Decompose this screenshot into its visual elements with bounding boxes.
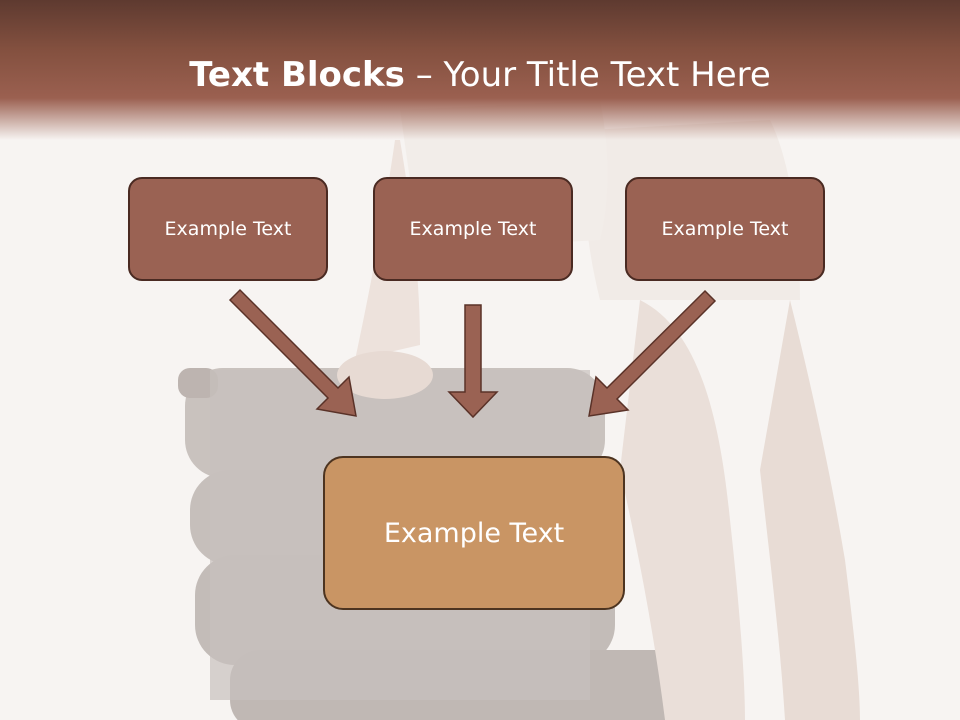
text-block-3[interactable]: Example Text [625, 177, 825, 281]
text-block-2[interactable]: Example Text [373, 177, 573, 281]
arrow-right [588, 289, 717, 417]
text-block-1-label: Example Text [164, 218, 292, 240]
title-bar [0, 0, 960, 140]
main-text-block[interactable]: Example Text [323, 456, 625, 610]
text-block-1[interactable]: Example Text [128, 177, 328, 281]
text-block-2-label: Example Text [409, 218, 537, 240]
slide-title: Text Blocks – Your Title Text Here [0, 52, 960, 98]
text-block-3-label: Example Text [661, 218, 789, 240]
title-bold: Text Blocks [189, 55, 405, 95]
title-separator: – [404, 55, 444, 95]
arrow-center [447, 304, 499, 419]
title-rest: Your Title Text Here [443, 55, 771, 95]
main-text-block-label: Example Text [383, 517, 565, 549]
arrow-left [228, 288, 357, 417]
